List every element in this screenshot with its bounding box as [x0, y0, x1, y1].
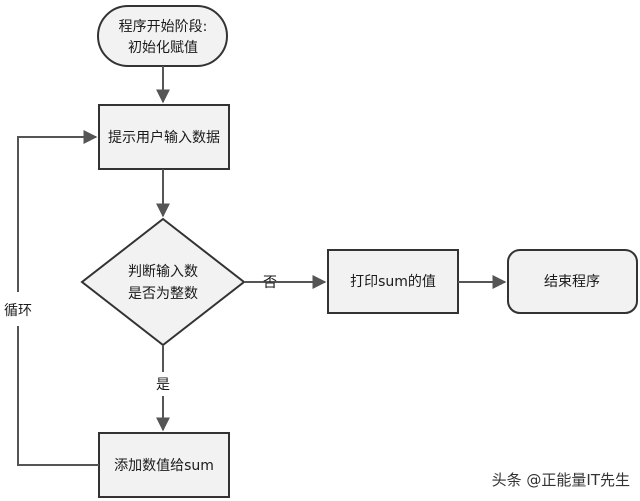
start-node: [97, 5, 228, 67]
print-node: [327, 249, 459, 314]
add-node: [98, 432, 230, 498]
start-node-line2: 初始化赋值: [128, 39, 198, 56]
end-node: [507, 249, 638, 314]
decision-node: [80, 217, 246, 347]
edge-loop-back-upper: [17, 130, 98, 292]
edge-yes-label: 是: [156, 377, 170, 393]
edge-loop-label: 循环: [4, 303, 32, 319]
decision-node-line1: 判断输入数: [128, 264, 198, 280]
decision-node-line2: 是否为整数: [128, 286, 198, 302]
edge-loop-back-lower: [17, 326, 99, 466]
start-node-line1: 程序开始阶段:: [119, 19, 208, 35]
end-node-label: 结束程序: [544, 274, 600, 290]
prompt-node-label: 提示用户输入数据: [108, 129, 220, 146]
watermark-text: 头条 @正能量IT先生: [492, 471, 630, 489]
add-node-label: 添加数值给sum: [114, 458, 214, 474]
edge-no-label: 否: [263, 275, 277, 291]
print-node-label: 打印sum的值: [350, 273, 436, 290]
